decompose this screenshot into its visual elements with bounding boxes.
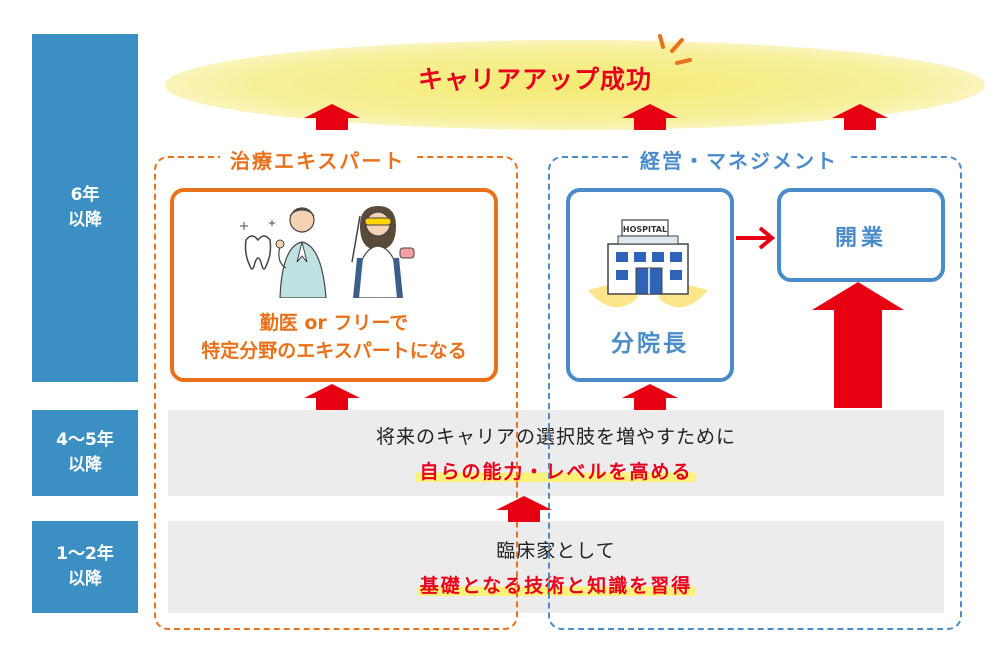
branch-manager-card: HOSPITAL 分院長 bbox=[566, 188, 734, 382]
row-early-line2: 基礎となる技術と知識を習得 bbox=[416, 571, 696, 598]
arrow-up-to-branch-card bbox=[622, 384, 678, 410]
period-6yr-line1: 6年 bbox=[70, 185, 100, 206]
arrow-to-opening bbox=[736, 226, 776, 250]
opening-card: 開業 bbox=[777, 188, 945, 282]
dentist-illustration bbox=[240, 206, 415, 298]
arrow-up-to-expert-card bbox=[304, 384, 360, 410]
branch-manager-label: 分院長 bbox=[611, 331, 689, 357]
expert-card: 勤医 or フリーで 特定分野のエキスパートになる bbox=[170, 188, 498, 382]
arrow-up-opening-goal bbox=[832, 104, 888, 130]
arrow-up-to-mid-row bbox=[496, 496, 552, 522]
row-early: 臨床家として 基礎となる技術と知識を習得 bbox=[168, 521, 944, 613]
expert-card-line1: 勤医 or フリーで bbox=[259, 312, 409, 334]
female-hygienist-figure bbox=[351, 206, 415, 298]
tooth-icon bbox=[244, 235, 272, 270]
hospital-icon: HOSPITAL bbox=[588, 219, 708, 308]
period-6yr: 6年 以降 bbox=[32, 34, 138, 382]
row-early-line1: 臨床家として bbox=[496, 540, 616, 562]
male-dentist-figure bbox=[275, 207, 327, 298]
row-mid-line2: 自らの能力・レベルを高める bbox=[416, 457, 696, 484]
management-group-title: 経営・マネジメント bbox=[630, 145, 848, 174]
period-1-2yr-line2: 以降 bbox=[68, 569, 102, 589]
sparkle-icon bbox=[658, 34, 692, 65]
period-6yr-line2: 以降 bbox=[68, 210, 102, 230]
arrow-up-branch-goal bbox=[622, 104, 678, 130]
row-mid-line1: 将来のキャリアの選択肢を増やすために bbox=[375, 426, 736, 448]
period-4-5yr-line2: 以降 bbox=[68, 455, 102, 475]
row-mid: 将来のキャリアの選択肢を増やすために 自らの能力・レベルを高める bbox=[168, 410, 944, 496]
expert-group-title: 治療エキスパート bbox=[220, 145, 416, 174]
period-1-2yr-line1: 1〜2年 bbox=[56, 544, 114, 565]
arrow-up-to-opening bbox=[812, 282, 904, 408]
period-1-2yr: 1〜2年 以降 bbox=[32, 521, 138, 613]
opening-label: 開業 bbox=[834, 226, 887, 251]
period-4-5yr: 4〜5年 以降 bbox=[32, 410, 138, 496]
expert-card-line2: 特定分野のエキスパートになる bbox=[201, 340, 467, 362]
arrow-up-expert-goal bbox=[304, 104, 360, 130]
hospital-sign-text: HOSPITAL bbox=[623, 225, 667, 234]
period-4-5yr-line1: 4〜5年 bbox=[56, 430, 114, 451]
goal-label: キャリアアップ成功 bbox=[417, 65, 652, 94]
